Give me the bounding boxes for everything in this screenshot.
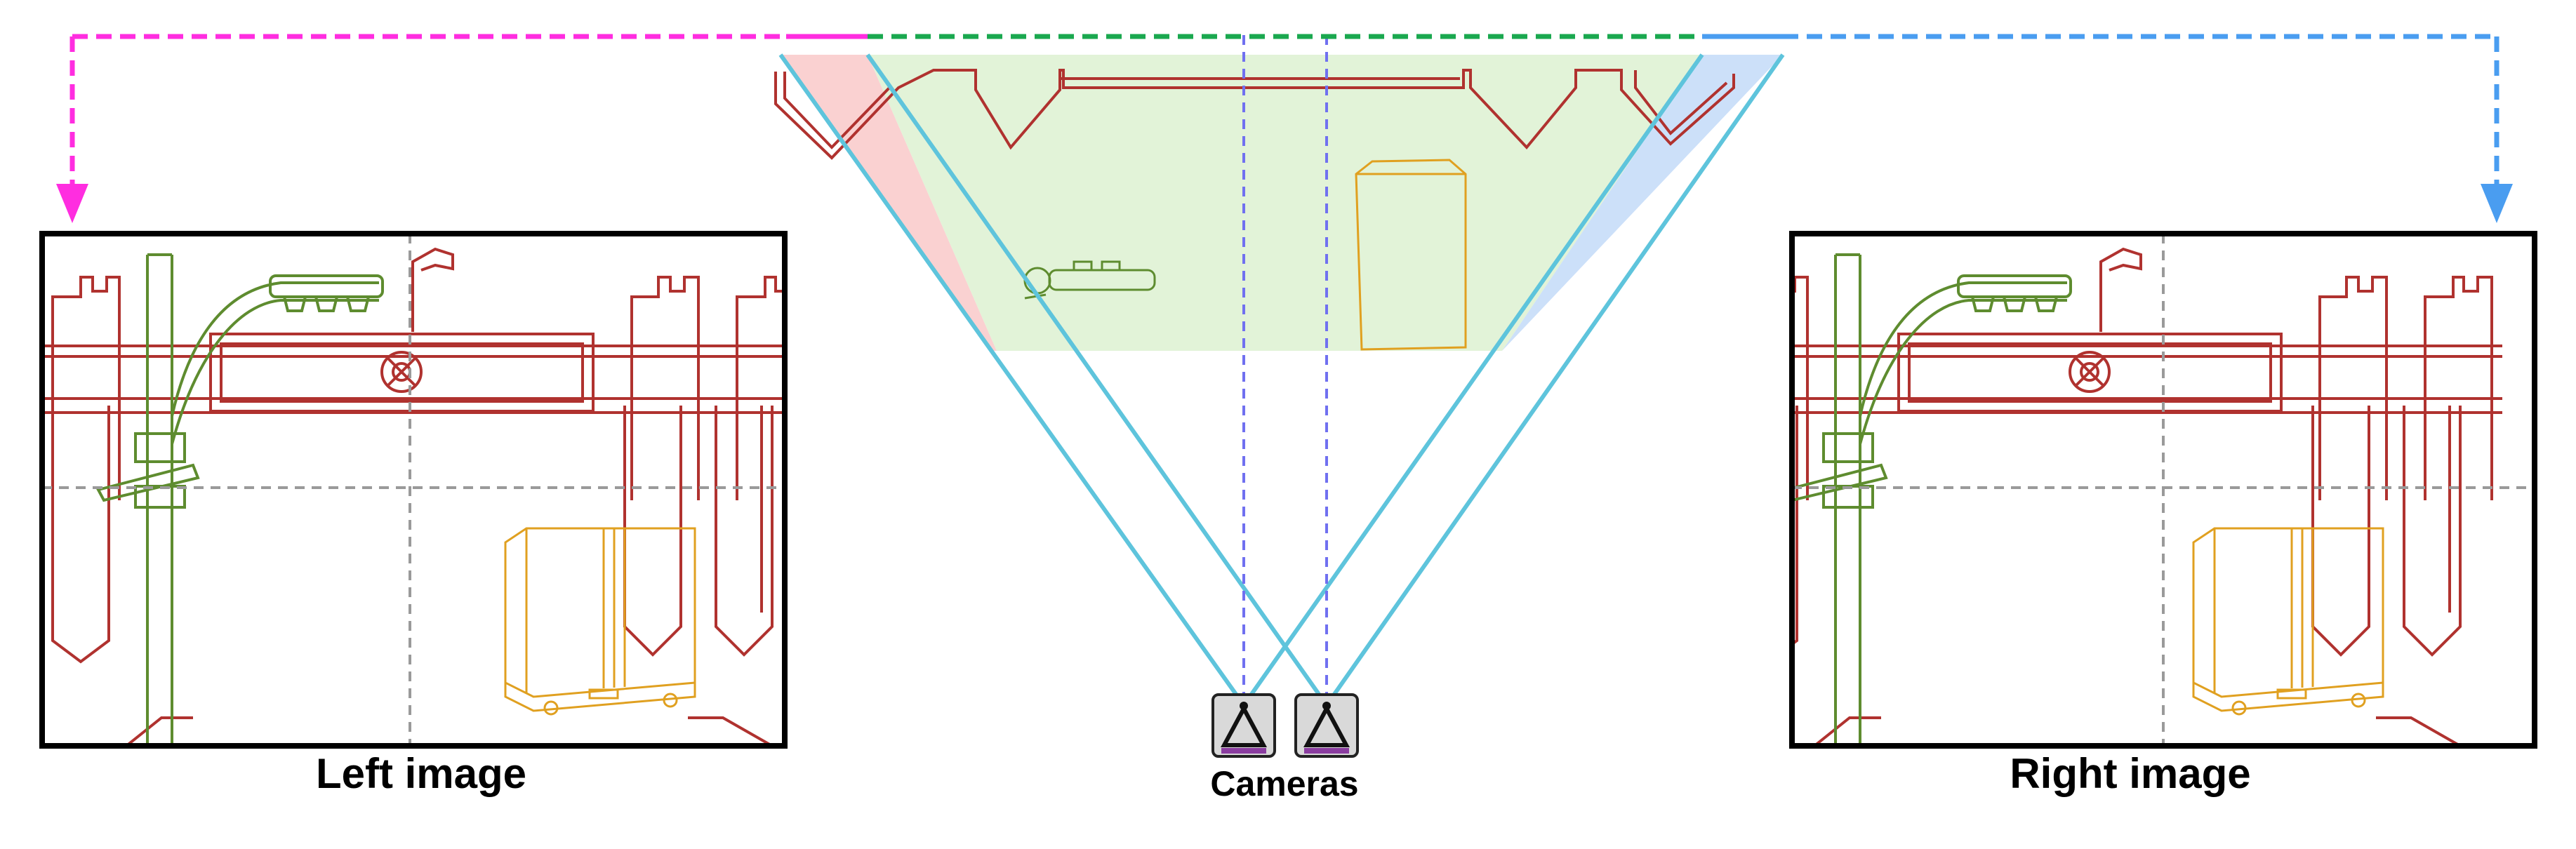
center-guides [42,234,785,746]
center-guides [1792,234,2535,746]
left-image [39,231,788,749]
camera-icon [1294,693,1359,758]
top-view-box [1355,159,1467,351]
arrow-down-icon [56,184,88,223]
right-image [1789,231,2537,749]
fov-bracket [69,34,2499,189]
cameras-caption: Cameras [1210,764,1359,803]
arrow-down-icon [2481,184,2513,223]
overlap-region [868,55,1702,351]
left-image-caption: Left image [315,750,527,797]
frustum-lines [778,53,1785,707]
right-image-caption: Right image [2010,750,2251,797]
top-view-shelf [774,69,1735,160]
top-view-lamp [1023,260,1156,300]
right-only-region [1502,55,1783,351]
camera-icon [1211,693,1276,758]
optical-axes [1242,35,1328,705]
